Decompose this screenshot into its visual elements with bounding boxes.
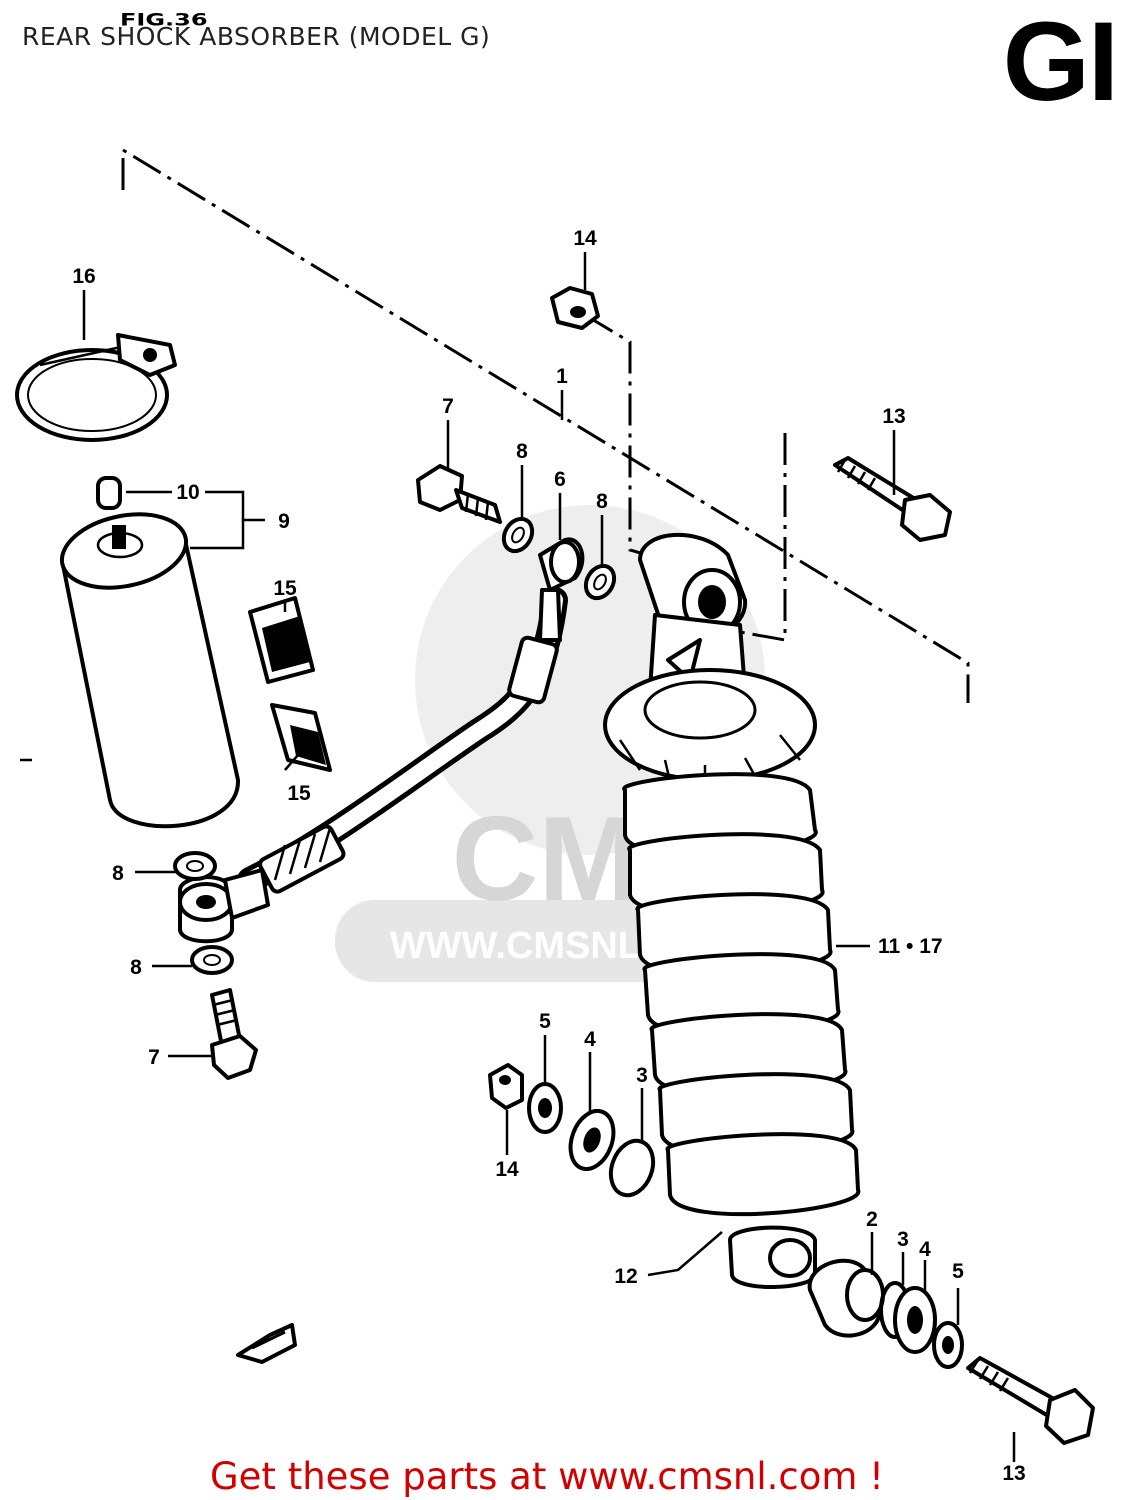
callout-3-lower: 3 <box>897 1228 909 1251</box>
washer-8-a <box>501 516 535 554</box>
collar-5-lower <box>932 1321 964 1369</box>
banjo-union-6 <box>538 537 585 642</box>
callout-14-lower: 14 <box>495 1158 519 1181</box>
callout-13-upper: 13 <box>882 405 905 428</box>
leader-lines <box>82 252 1016 1462</box>
valve-10 <box>96 476 122 510</box>
bolt-13-upper <box>833 456 952 542</box>
callout-12: 12 <box>614 1265 637 1288</box>
callout-4-upper: 4 <box>584 1028 596 1051</box>
banjo-lower <box>178 868 270 944</box>
section-code: GI <box>1002 0 1119 124</box>
callout-15-lower: 15 <box>287 782 311 805</box>
hose-clamp-16 <box>15 333 177 442</box>
callout-8-upper-right: 8 <box>596 490 608 513</box>
callout-15-upper: 15 <box>273 577 297 600</box>
callout-9: 9 <box>278 510 290 533</box>
footer-cta-link[interactable]: Get these parts at www.cmsnl.com ! <box>210 1455 885 1498</box>
bolt-13-lower <box>966 1356 1095 1445</box>
callout-14-upper: 14 <box>573 227 597 250</box>
callouts: 16 14 1 7 8 6 8 13 10 9 15 15 8 8 7 5 4 … <box>72 227 1025 1485</box>
front-arrow-icon <box>236 1323 297 1364</box>
label-15-lower <box>270 703 332 772</box>
collar-5-upper <box>527 1082 563 1134</box>
washer-4-upper <box>568 1108 616 1172</box>
bolt-7-upper <box>416 464 502 524</box>
reservoir-tank-9 <box>59 512 241 829</box>
callout-10: 10 <box>176 481 199 504</box>
washer-4-lower <box>893 1286 937 1354</box>
callout-8-lower-b: 8 <box>130 956 142 979</box>
callout-7-lower: 7 <box>148 1046 160 1069</box>
callout-7-upper: 7 <box>442 395 454 418</box>
figure-reference: FIG.36 <box>120 10 208 30</box>
callout-4-lower: 4 <box>919 1238 931 1261</box>
callout-16: 16 <box>72 265 95 288</box>
callout-5-upper: 5 <box>539 1010 551 1033</box>
washer-8-b <box>583 563 617 601</box>
callout-2: 2 <box>866 1208 878 1231</box>
callout-11-17: 11 • 17 <box>878 935 943 958</box>
callout-6: 6 <box>554 468 566 491</box>
callout-13-lower: 13 <box>1002 1462 1025 1485</box>
reservoir-hose <box>237 587 568 894</box>
spring-11 <box>622 772 861 1217</box>
callout-8-lower-a: 8 <box>112 862 124 885</box>
collar-2 <box>807 1258 885 1338</box>
washer-8-c <box>173 851 217 881</box>
nut-14-lower <box>488 1063 524 1110</box>
callout-1: 1 <box>556 365 568 388</box>
callout-8-upper-left: 8 <box>516 440 528 463</box>
label-15-upper <box>248 596 315 684</box>
bolt-7-lower <box>210 988 258 1080</box>
callout-3-upper: 3 <box>636 1064 648 1087</box>
nut-14-upper <box>550 286 600 330</box>
shock-absorber-1 <box>603 533 817 791</box>
lower-eye-12 <box>728 1225 817 1289</box>
washer-8-d <box>190 945 234 975</box>
callout-5-lower: 5 <box>952 1260 964 1283</box>
page-title: REAR SHOCK ABSORBER (MODEL G) <box>22 22 491 51</box>
